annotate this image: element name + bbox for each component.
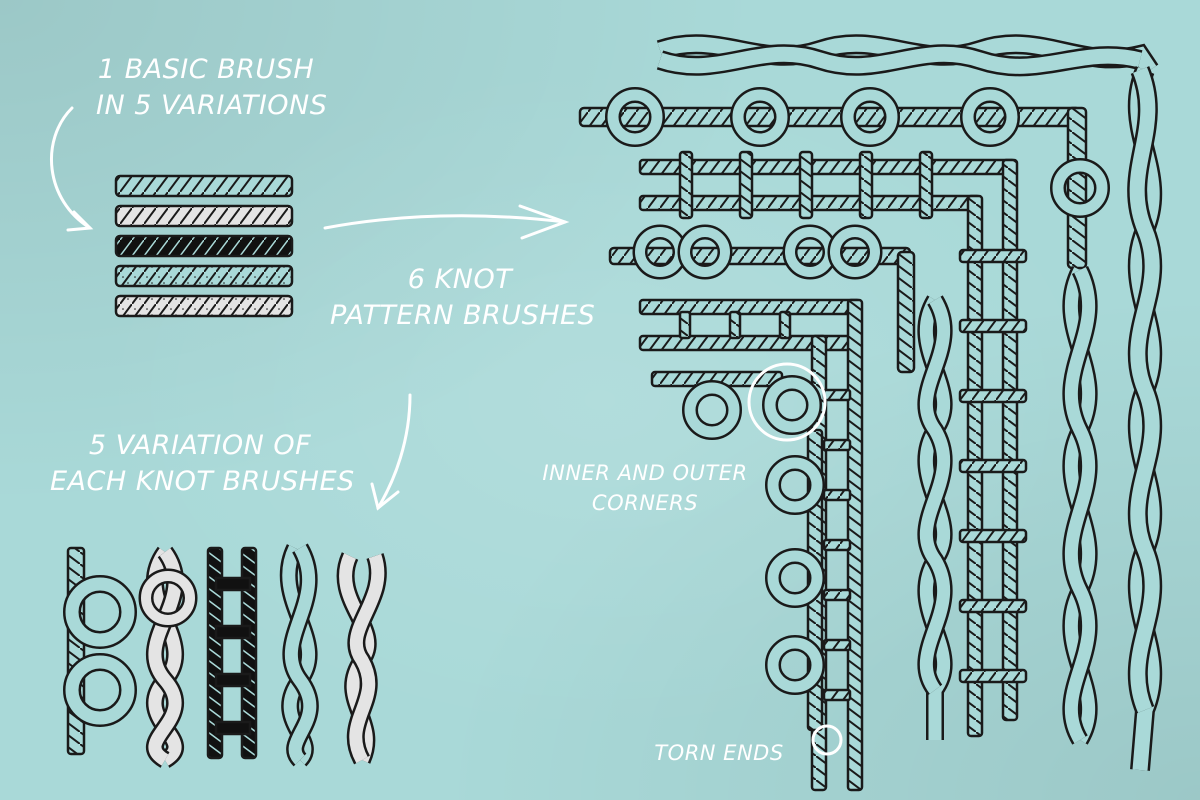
curved-arrow-down-icon-head xyxy=(66,210,94,232)
brush-variation-outline xyxy=(114,174,294,198)
knot-brush-variations xyxy=(63,543,387,768)
annotations xyxy=(50,106,843,756)
corner-twisted-rope xyxy=(656,34,1163,771)
curved-arrow-down-icon xyxy=(50,106,92,230)
torn-ends-label: TORN ENDS xyxy=(654,741,784,765)
basic-brush-label: 1 BASIC BRUSH IN 5 VARIATIONS xyxy=(96,52,328,124)
knot-patterns-label-line1: 6 KNOT xyxy=(407,264,513,295)
knot-variation-figure-eight xyxy=(138,546,198,768)
corner-figure-eight-chain xyxy=(608,224,953,740)
corners-label-line1: INNER AND OUTER xyxy=(542,461,748,485)
corners-label: INNER AND OUTER CORNERS xyxy=(540,458,750,518)
arrow-right-icon-head xyxy=(518,204,570,240)
variations-label-line1: 5 VARIATION OF xyxy=(88,430,312,461)
knot-variation-ladder xyxy=(206,546,258,760)
arrow-right-icon xyxy=(323,214,567,230)
knot-patterns-label: 6 KNOT PATTERN BRUSHES xyxy=(330,262,596,334)
brush-variation-dark xyxy=(114,234,294,258)
knot-variation-reef xyxy=(279,543,319,767)
knot-variation-twist xyxy=(336,552,387,765)
corner-knot-chain xyxy=(578,87,1110,745)
brush-variation-dotted xyxy=(114,264,294,288)
torn-end-highlight-circle xyxy=(811,724,843,756)
variations-label: 5 VARIATION OF EACH KNOT BRUSHES xyxy=(50,428,355,500)
curved-arrow-down-left-icon-head xyxy=(370,482,400,511)
curved-arrow-down-left-icon xyxy=(376,393,412,510)
knot-variation-loops xyxy=(63,546,137,756)
brush-variation-dotted-light xyxy=(114,294,294,318)
basic-brush-label-line2: IN 5 VARIATIONS xyxy=(96,90,328,121)
variations-label-line2: EACH KNOT BRUSHES xyxy=(50,466,355,497)
corner-pattern-brushes xyxy=(578,34,1163,792)
corner-loop-rope xyxy=(650,370,825,732)
basic-brush-variations xyxy=(114,174,294,318)
basic-brush-label-line1: 1 BASIC BRUSH xyxy=(97,54,315,85)
corner-highlight-circle xyxy=(747,362,827,442)
corners-label-line2: CORNERS xyxy=(591,491,699,515)
corner-ladder xyxy=(638,150,1028,738)
brush-variation-light xyxy=(114,204,294,228)
knot-patterns-label-line2: PATTERN BRUSHES xyxy=(330,300,596,331)
